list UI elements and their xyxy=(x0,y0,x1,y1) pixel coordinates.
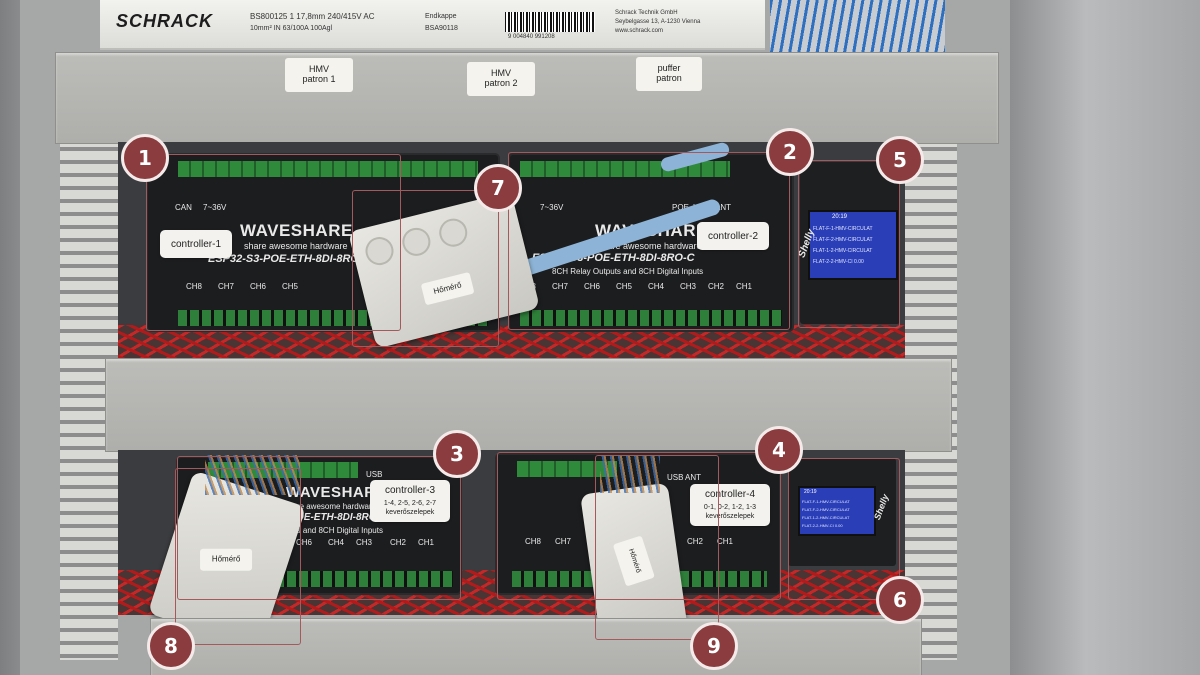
shelly-top-line-1: FLAT-F-1-HMV-CIRCULAT xyxy=(813,226,873,232)
highlight-box-1 xyxy=(146,154,401,331)
highlight-box-9 xyxy=(595,455,719,640)
highlight-box-6 xyxy=(788,458,900,600)
maker-line2: Seybelgasse 13, A-1230 Vienna xyxy=(615,19,701,25)
bottom-wire-bundle-2 xyxy=(600,455,660,493)
board-3-tagline: share awesome hardware xyxy=(284,502,377,511)
shelly-top-line-4: FLAT-2-2-HMV-CI 0.00 xyxy=(813,259,864,265)
bottom-wire-bundle-1 xyxy=(205,455,300,495)
marker-3: 3 xyxy=(433,430,481,478)
right-wall xyxy=(1010,0,1200,675)
highlight-box-4 xyxy=(497,452,781,600)
shelly-device-top: 20:19 FLAT-F-1-HMV-CIRCULAT FLAT-F-2-HMV… xyxy=(797,162,900,324)
marker-8: 8 xyxy=(147,622,195,670)
board-1-ch8: CH8 xyxy=(186,282,203,291)
board-4-port-usb: USB xyxy=(667,473,684,482)
board-3-model: -POE-ETH-8DI-8RO xyxy=(286,512,377,523)
controller-3-label: controller-3 1-4, 2-5, 2-6, 2-7 keverősz… xyxy=(370,480,450,522)
marker-7: 7 xyxy=(474,164,522,212)
cover-label-1: HMV patron 1 xyxy=(285,58,353,92)
shelly-top-line-2: FLAT-F-2-HMV-CIRCULAT xyxy=(813,237,873,243)
board-2-bottom-terminals xyxy=(520,310,782,326)
maker-line1: Schrack Technik GmbH xyxy=(615,10,678,16)
board-2-ch2: CH2 xyxy=(708,282,725,291)
highlight-box-2 xyxy=(508,152,790,330)
highlight-box-5 xyxy=(798,160,900,328)
marker-6: 6 xyxy=(876,576,924,624)
cover-label-3: puffer patron xyxy=(636,57,702,91)
board-1-logo: WAVESHARE xyxy=(240,221,353,240)
board-4-ch8: CH8 xyxy=(525,537,542,546)
board-3-ch6: CH6 xyxy=(296,538,313,547)
barcode xyxy=(505,12,595,32)
board-3-ch2: CH2 xyxy=(390,538,407,547)
board-3-ch3: CH3 xyxy=(356,538,373,547)
breaker-model-line: BS800125 1 17,8mm 240/415V AC xyxy=(250,12,375,21)
marker-4: 4 xyxy=(755,426,803,474)
board-2-subtitle: 8CH Relay Outputs and 8CH Digital Inputs xyxy=(552,267,704,276)
board-1-top-terminals xyxy=(178,161,478,177)
board-3-logo: WAVESHARE xyxy=(286,484,387,501)
shelly-bottom-line-2: FLAT-F-2-HMV-CIRCULAT xyxy=(802,507,850,512)
board-4-port-ant: ANT xyxy=(685,473,701,482)
board-1-port-power: 7~36V xyxy=(203,203,227,212)
board-2-ch1: CH1 xyxy=(736,282,753,291)
breaker-strip: SCHRACK BS800125 1 17,8mm 240/415V AC 10… xyxy=(100,0,765,50)
shelly-screen-top: 20:19 FLAT-F-1-HMV-CIRCULAT FLAT-F-2-HMV… xyxy=(808,210,898,280)
board-4-ch7: CH7 xyxy=(555,537,572,546)
marker-9: 9 xyxy=(690,622,738,670)
board-2-port-ant: ANT xyxy=(715,203,731,212)
highlight-box-7 xyxy=(352,190,499,347)
endcap-line2: BSA90118 xyxy=(425,25,458,32)
shelly-screen-bottom: 20:19 FLAT-F-1-HMV-CIRCULAT FLAT-F-2-HMV… xyxy=(798,486,876,536)
endcap-line1: Endkappe xyxy=(425,13,457,20)
board-4-ch1: CH1 xyxy=(717,537,734,546)
marker-1: 1 xyxy=(121,134,169,182)
shelly-bottom-line-4: FLAT-2-2-HMV-CI 0.00 xyxy=(802,523,843,528)
cover-label-2: HMV patron 2 xyxy=(467,62,535,96)
board-2-ch3: CH3 xyxy=(680,282,697,291)
controller-1-label: controller-1 xyxy=(160,230,232,258)
board-1-tagline: share awesome hardware xyxy=(244,241,348,251)
board-2-ch7: CH7 xyxy=(552,282,569,291)
board-1-ch5: CH5 xyxy=(282,282,299,291)
board-2-port-poe: POE xyxy=(672,203,689,212)
board-1-ch6: CH6 xyxy=(250,282,267,291)
controller-2-label: controller-2 xyxy=(697,222,769,250)
shelly-top-time: 20:19 xyxy=(832,214,848,220)
breaker-spec-line: 10mm² IN 63/100A 100Agl xyxy=(250,25,333,32)
shelly-device-bottom: 20:19 FLAT-F-1-HMV-CIRCULAT FLAT-F-2-HMV… xyxy=(788,458,896,566)
barcode-number: 9 004840 991208 xyxy=(508,34,555,40)
highlight-box-3 xyxy=(177,456,461,600)
board-2-ch4: CH4 xyxy=(648,282,665,291)
board-3-subtitle: uts and 8CH Digital Inputs xyxy=(290,526,383,535)
board-1-model: ESP32-S3-POE-ETH-8DI-8RO-C xyxy=(208,253,371,265)
maker-line3: www.schrack.com xyxy=(615,28,664,34)
board-1-ch7: CH7 xyxy=(218,282,235,291)
shelly-bottom-time: 20:19 xyxy=(804,489,817,495)
marker-5: 5 xyxy=(876,136,924,184)
marker-2: 2 xyxy=(766,128,814,176)
board-2-port-power: 7~36V xyxy=(540,203,564,212)
top-wiring xyxy=(770,0,945,52)
middle-cover-rail xyxy=(105,358,952,452)
board-3-ch4: CH4 xyxy=(328,538,345,547)
board-2-ch6: CH6 xyxy=(584,282,601,291)
controller-4-label: controller-4 0-1, 0-2, 1-2, 1-3 keverősz… xyxy=(690,484,770,526)
shelly-top-line-3: FLAT-1-2-HMV-CIRCULAT xyxy=(813,248,873,254)
board-4-ch2: CH2 xyxy=(687,537,704,546)
board-3-port-usb: USB xyxy=(366,470,383,479)
highlight-box-8 xyxy=(175,468,301,645)
board-4-top-terminals xyxy=(517,461,617,477)
board-3-ch1: CH1 xyxy=(418,538,435,547)
board-1-port-can: CAN xyxy=(175,203,192,212)
board-2-ch5: CH5 xyxy=(616,282,633,291)
breaker-brand: SCHRACK xyxy=(116,11,213,31)
shelly-bottom-line-3: FLAT-1-2-HMV-CIRCULAT xyxy=(802,515,850,520)
bottom-cover-rail xyxy=(150,618,922,675)
board-2-tagline: share awesome hardware xyxy=(598,241,702,251)
shelly-bottom-line-1: FLAT-F-1-HMV-CIRCULAT xyxy=(802,499,850,504)
